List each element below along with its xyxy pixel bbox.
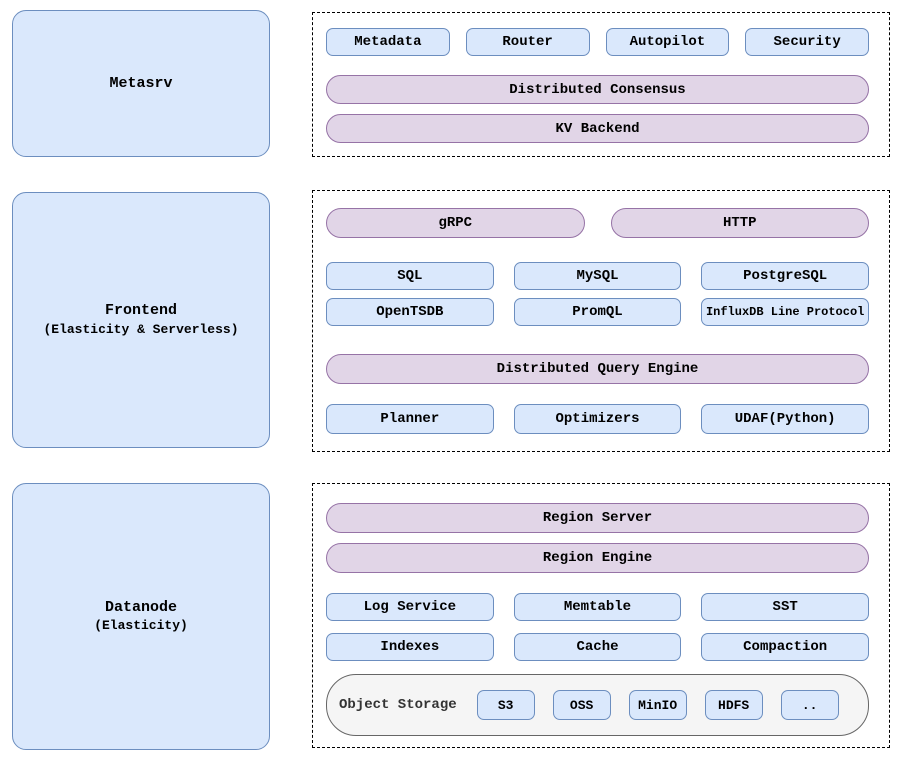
node-compaction: Compaction: [701, 633, 869, 661]
node-sql: SQL: [326, 262, 494, 290]
node-hdfs: HDFS: [704, 690, 763, 720]
query-language-row-1: SQL MySQL PostgreSQL: [326, 262, 869, 290]
datanode-tier-box: Datanode (Elasticity): [12, 483, 270, 750]
node-oss: OSS: [552, 690, 611, 720]
node-grpc: gRPC: [326, 208, 585, 238]
storage-components-row-1: Log Service Memtable SST: [326, 593, 869, 621]
node-autopilot: Autopilot: [605, 28, 730, 56]
node-http: HTTP: [610, 208, 869, 238]
node-s3: S3: [476, 690, 535, 720]
node-sst: SST: [701, 593, 869, 621]
protocol-pills-row: gRPC HTTP: [326, 208, 869, 238]
node-region-engine: Region Engine: [326, 543, 869, 573]
node-kv-backend: KV Backend: [326, 114, 869, 143]
metasrv-tier-box: Metasrv: [12, 10, 270, 157]
node-planner: Planner: [326, 404, 494, 434]
metasrv-components-row: Metadata Router Autopilot Security: [326, 28, 869, 56]
node-other-storage: ..: [780, 690, 839, 720]
node-udaf-python: UDAF(Python): [701, 404, 869, 434]
node-router: Router: [465, 28, 590, 56]
node-log-service: Log Service: [326, 593, 494, 621]
datanode-subtitle: (Elasticity): [94, 618, 188, 634]
frontend-subtitle: (Elasticity & Serverless): [43, 321, 239, 337]
datanode-title: Datanode: [104, 598, 177, 616]
node-optimizers: Optimizers: [513, 404, 682, 434]
node-memtable: Memtable: [513, 593, 682, 621]
metasrv-title: Metasrv: [109, 74, 173, 92]
node-opentsdb: OpenTSDB: [326, 298, 494, 326]
node-distributed-query-engine: Distributed Query Engine: [326, 354, 869, 384]
object-storage-label: Object Storage: [339, 697, 457, 713]
object-storage-items: S3 OSS MinIO HDFS ..: [476, 690, 852, 720]
node-distributed-consensus: Distributed Consensus: [326, 75, 869, 104]
node-region-server: Region Server: [326, 503, 869, 533]
node-postgresql: PostgreSQL: [701, 262, 869, 290]
frontend-group: gRPC HTTP SQL MySQL PostgreSQL OpenTSDB …: [312, 190, 890, 452]
node-security: Security: [745, 28, 869, 56]
node-minio: MinIO: [628, 690, 687, 720]
node-promql: PromQL: [513, 298, 682, 326]
node-cache: Cache: [513, 633, 682, 661]
node-mysql: MySQL: [513, 262, 682, 290]
frontend-title: Frontend: [104, 302, 177, 320]
engine-components-row: Planner Optimizers UDAF(Python): [326, 404, 869, 434]
datanode-group: Region Server Region Engine Log Service …: [312, 483, 890, 748]
node-indexes: Indexes: [326, 633, 494, 661]
node-influxdb-line-protocol: InfluxDB Line Protocol: [701, 298, 869, 326]
metasrv-group: Metadata Router Autopilot Security Distr…: [312, 12, 890, 157]
query-language-row-2: OpenTSDB PromQL InfluxDB Line Protocol: [326, 298, 869, 326]
node-metadata: Metadata: [326, 28, 450, 56]
frontend-tier-box: Frontend (Elasticity & Serverless): [12, 192, 270, 448]
storage-components-row-2: Indexes Cache Compaction: [326, 633, 869, 661]
object-storage-container: Object Storage S3 OSS MinIO HDFS ..: [326, 674, 869, 736]
